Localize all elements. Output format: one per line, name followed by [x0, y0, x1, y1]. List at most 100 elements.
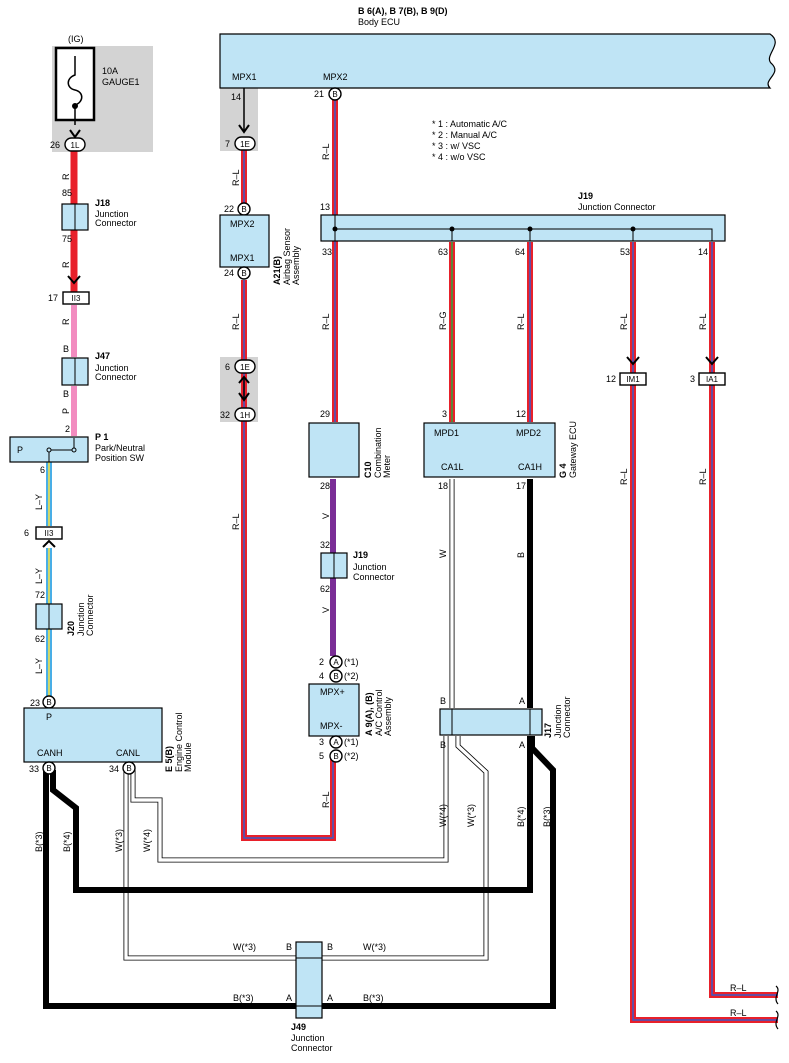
- g4-id: G 4: [558, 463, 568, 478]
- j17-box: [439, 708, 543, 736]
- ecu-pin-21: 21: [314, 89, 324, 99]
- a9-id: A 9(A), (B): [364, 692, 374, 736]
- wire-label-rl-m2: R–L: [321, 313, 331, 330]
- e5-pin-23: 23: [30, 698, 40, 708]
- wire-label-rl-ia1a: R–L: [698, 313, 708, 330]
- j18-name-2: Connector: [95, 218, 137, 228]
- wire-label-r-3: R: [61, 318, 71, 325]
- j17-pin-a-lower: A: [519, 740, 525, 750]
- g4-pin-ca1h: CA1H: [518, 462, 542, 472]
- variant-notes: * 1 : Automatic A/C * 2 : Manual A/C * 3…: [432, 119, 508, 162]
- a21-name-1: Airbag Sensor: [282, 228, 292, 285]
- note-3: * 3 : w/ VSC: [432, 141, 481, 151]
- wire-labels: R R R P L–Y L–Y L–Y R–L R–L R–L R–L R–L …: [34, 143, 747, 1018]
- j18-name-1: Junction: [95, 209, 129, 219]
- wire-label-ly-1: L–Y: [34, 494, 44, 510]
- wire-label-b4-l: B(*4): [62, 831, 72, 852]
- ii3-lower-box: [35, 526, 63, 540]
- ii3-lower-label: II3: [45, 529, 54, 538]
- g4-pin-3: 3: [442, 409, 447, 419]
- e5-pin-33: 33: [29, 764, 39, 774]
- wire-label-rl-a9: R–L: [321, 791, 331, 808]
- note-2: * 2 : Manual A/C: [432, 130, 498, 140]
- g4-gateway-ecu: 3 12 MPD1 MPD2 CA1L CA1H 18 17 G 4 Gatew…: [423, 409, 578, 491]
- g4-box: [423, 422, 556, 478]
- wire-label-w3-l: W(*3): [114, 829, 124, 852]
- ii3-lower-arrow-icon: [42, 539, 56, 548]
- j18-junction-connector: 85 75 J18 Junction Connector: [61, 188, 137, 244]
- j49-box: [295, 941, 323, 1019]
- a9-pin-4-letter: B: [333, 672, 338, 681]
- wire-label-w3-r: W(*3): [466, 804, 476, 827]
- a9-pin-5-variant: (*2): [344, 751, 359, 761]
- j49-id: J49: [291, 1022, 306, 1032]
- g4-pin-18: 18: [438, 481, 448, 491]
- fuse-element-icon: [67, 56, 83, 125]
- e5-pin-canl: CANL: [116, 748, 140, 758]
- j49-name-2: Connector: [291, 1043, 333, 1053]
- wire-label-rg: R–G: [438, 311, 448, 330]
- a9-pin-4-variant: (*2): [344, 671, 359, 681]
- fuse-name: GAUGE1: [102, 77, 140, 87]
- wire-rl-airbag: [241, 150, 336, 841]
- j17-id: J17: [543, 723, 553, 738]
- connector-1l-label: 1L: [71, 141, 80, 150]
- a9-name-1: A/C Control: [374, 689, 384, 736]
- a9-pin-3-variant: (*1): [344, 737, 359, 747]
- wire-label-w3-j49r: W(*3): [363, 942, 386, 952]
- a21-name-2: Assembly: [291, 245, 301, 285]
- a9-pin-mpx-plus: MPX+: [320, 687, 345, 697]
- j19-pin-53: 53: [620, 247, 630, 257]
- e5-name-2: Module: [183, 742, 193, 772]
- wire-b3-left: [43, 770, 296, 1009]
- connector-1h-label: 1H: [240, 411, 250, 420]
- wire-b4: [50, 736, 533, 893]
- g4-pin-mpd2: MPD2: [516, 428, 541, 438]
- wire-label-rl-ia1b: R–L: [698, 468, 708, 485]
- ii3-pin-17: 17: [48, 293, 58, 303]
- connector-im1: IM1 12: [606, 356, 647, 386]
- wire-label-b3-l: B(*3): [34, 831, 44, 852]
- a9-box: [308, 683, 360, 737]
- e5-pin-p: P: [46, 712, 52, 722]
- ecu-pin-21-letter: B: [332, 90, 337, 99]
- wire-label-ly-2: L–Y: [34, 568, 44, 584]
- e5-pin-33-circle: [42, 761, 56, 775]
- wire-label-ly-3: L–Y: [34, 658, 44, 674]
- j20-pin-62: 62: [35, 634, 45, 644]
- a9-pin-mpx-minus: MPX-: [320, 721, 343, 731]
- fuse-arrow-icon: [69, 129, 81, 139]
- a9-pin-5-letter: B: [333, 752, 338, 761]
- e5-pin-23-letter: B: [46, 698, 51, 707]
- p1-park-neutral-switch: 2 P 6 P 1 Park/Neutral Position SW: [9, 424, 145, 475]
- j19b-pin-62: 62: [320, 584, 330, 594]
- connector-1h: [234, 407, 256, 422]
- wire-break-icon: [775, 985, 779, 1030]
- c10-pin-28: 28: [320, 481, 330, 491]
- j17-name-1: Junction: [553, 704, 563, 738]
- p1-name-1: Park/Neutral: [95, 443, 145, 453]
- a9-ac-control-assembly: A 2 (*1) B 4 (*2) MPX+ MPX- A 3 (*1) B 5…: [308, 655, 393, 763]
- wire-label-b3-j49r: B(*3): [363, 993, 384, 1003]
- wire-label-b4-r: B(*4): [516, 806, 526, 827]
- wire-w3: [123, 736, 489, 961]
- ii3-box: [62, 291, 90, 305]
- ia1-label: IA1: [706, 375, 719, 384]
- wire-label-v-1: V: [321, 513, 331, 519]
- e5-engine-control-module: B 23 P CANH CANL B 33 B 34 E 5(B) Engine…: [23, 695, 193, 775]
- body-ecu-id: B 6(A), B 7(B), B 9(D): [358, 6, 448, 16]
- a9-pin-4-circle: [329, 669, 343, 683]
- j49-pin-b-right: B: [327, 942, 333, 952]
- im1-pin-12: 12: [606, 374, 616, 384]
- g4-pin-ca1l: CA1L: [441, 462, 464, 472]
- e5-name-1: Engine Control: [174, 712, 184, 772]
- j19-pin-13: 13: [320, 202, 330, 212]
- j18-pin-75: 75: [62, 234, 72, 244]
- wire-w4: [130, 736, 449, 863]
- j19-pin-14: 14: [698, 247, 708, 257]
- a9-pin-2-circle: [329, 655, 343, 669]
- wire-label-b3-j49l: B(*3): [233, 993, 254, 1003]
- body-ecu-mpx2-label: MPX2: [323, 72, 348, 82]
- j49-pin-a-left: A: [286, 993, 292, 1003]
- c10-name-2: Meter: [382, 455, 392, 478]
